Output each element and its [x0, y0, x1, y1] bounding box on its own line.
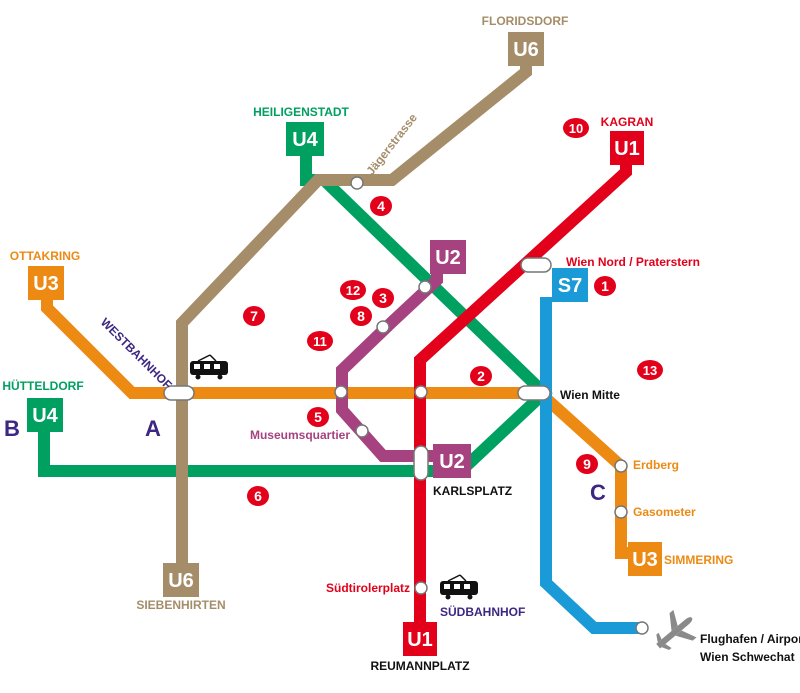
- zone-b: B: [4, 416, 20, 441]
- svg-text:U2: U2: [435, 247, 461, 269]
- svg-text:U2: U2: [439, 451, 465, 473]
- badge-u4-left[interactable]: U4: [27, 398, 63, 432]
- label-praterstern: Wien Nord / Praterstern: [566, 255, 700, 269]
- stop-u2-north[interactable]: [418, 280, 432, 294]
- label-floridsdorf: FLORIDSDORF: [482, 14, 569, 28]
- label-suedbahnhof: SÜDBAHNHOF: [440, 604, 525, 619]
- marker-1[interactable]: 1: [594, 276, 616, 296]
- label-heiligenstadt: HEILIGENSTADT: [253, 105, 349, 119]
- stop-u1-u3[interactable]: [414, 385, 428, 399]
- stop-wien-mitte[interactable]: [517, 385, 551, 401]
- svg-text:U6: U6: [168, 570, 194, 592]
- svg-text:U1: U1: [614, 138, 640, 160]
- line-badges: U6 U4 U1 U3 U2 S7 U4 U2: [27, 32, 662, 656]
- airplane-icon: [656, 609, 697, 650]
- svg-text:6: 6: [254, 488, 262, 504]
- svg-text:U3: U3: [632, 549, 658, 571]
- terminal-labels: FLORIDSDORF HEILIGENSTADT KAGRAN OTTAKRI…: [2, 14, 733, 673]
- badge-u6-top[interactable]: U6: [508, 32, 544, 66]
- svg-text:3: 3: [379, 290, 387, 306]
- marker-12[interactable]: 12: [340, 280, 366, 300]
- marker-3[interactable]: 3: [372, 288, 394, 308]
- badge-u1-top[interactable]: U1: [610, 131, 644, 165]
- svg-text:U1: U1: [407, 629, 433, 651]
- label-wien-mitte: Wien Mitte: [560, 388, 620, 402]
- label-simmering: SIMMERING: [664, 553, 733, 567]
- badge-u3-bottom[interactable]: U3: [628, 542, 662, 576]
- train-icon: [190, 354, 228, 380]
- svg-text:U4: U4: [32, 405, 58, 427]
- line-u2: [336, 268, 443, 462]
- svg-text:4: 4: [377, 198, 385, 214]
- svg-text:13: 13: [643, 363, 657, 378]
- svg-text:U6: U6: [513, 39, 539, 61]
- stop-praterstern[interactable]: [520, 257, 552, 273]
- marker-11[interactable]: 11: [307, 331, 333, 351]
- marker-8[interactable]: 8: [350, 306, 372, 326]
- zone-a: A: [145, 416, 161, 441]
- badge-s7[interactable]: S7: [552, 268, 588, 302]
- label-westbahnhof: WESTBAHNHOF: [98, 315, 175, 392]
- label-suedtirolerplatz: Südtirolerplatz: [326, 581, 410, 595]
- train-icon: [440, 574, 478, 600]
- marker-7[interactable]: 7: [243, 306, 265, 326]
- label-reumannplatz: REUMANNPLATZ: [370, 659, 469, 673]
- svg-text:10: 10: [569, 121, 583, 136]
- svg-text:11: 11: [313, 334, 327, 349]
- svg-text:7: 7: [250, 308, 258, 324]
- stop-suedtirolerplatz[interactable]: [414, 581, 428, 595]
- svg-text:U3: U3: [33, 273, 59, 295]
- badge-u2-mid[interactable]: U2: [430, 240, 466, 274]
- label-siebenhirten: SIEBENHIRTEN: [136, 598, 225, 612]
- svg-text:12: 12: [346, 283, 360, 298]
- stop-u2-mid[interactable]: [376, 320, 390, 334]
- label-ottakring: OTTAKRING: [10, 249, 80, 263]
- zone-c: C: [590, 480, 606, 505]
- label-huetteldorf: HÜTTELDORF: [2, 378, 83, 393]
- svg-text:2: 2: [477, 368, 485, 384]
- marker-6[interactable]: 6: [247, 486, 269, 506]
- stop-airport[interactable]: [635, 621, 649, 635]
- label-erdberg: Erdberg: [633, 458, 679, 472]
- svg-text:8: 8: [357, 308, 365, 324]
- zone-letters: A B C: [4, 416, 606, 505]
- label-gasometer: Gasometer: [633, 505, 696, 519]
- svg-text:U4: U4: [292, 129, 318, 151]
- stop-u2-u3[interactable]: [334, 385, 348, 399]
- stop-westbahnhof[interactable]: [163, 385, 195, 401]
- svg-text:S7: S7: [558, 275, 582, 297]
- label-airport-line2: Wien Schwechat: [700, 650, 795, 664]
- svg-text:5: 5: [314, 409, 322, 425]
- badge-u6-bottom[interactable]: U6: [163, 563, 199, 597]
- badge-u3-left[interactable]: U3: [28, 266, 64, 300]
- stop-jaegerstrasse[interactable]: [350, 176, 364, 190]
- marker-9[interactable]: 9: [576, 454, 598, 474]
- stop-museumsquartier[interactable]: [355, 424, 369, 438]
- stop-erdberg[interactable]: [614, 459, 628, 473]
- svg-text:1: 1: [601, 278, 609, 294]
- marker-10[interactable]: 10: [563, 118, 589, 138]
- label-karlsplatz: KARLSPLATZ: [433, 484, 512, 498]
- marker-5[interactable]: 5: [307, 407, 329, 427]
- marker-13[interactable]: 13: [637, 360, 663, 380]
- line-s7: [540, 297, 642, 634]
- label-museumsquartier: Museumsquartier: [250, 428, 350, 442]
- stops: [163, 176, 649, 635]
- stop-karlsplatz[interactable]: [413, 445, 429, 481]
- marker-2[interactable]: 2: [470, 366, 492, 386]
- badge-u2-karlsplatz[interactable]: U2: [433, 444, 471, 478]
- poi-markers: 1 2 3 4 5 6 7 8 9 10 11 12 13: [243, 118, 663, 506]
- svg-text:9: 9: [583, 456, 591, 472]
- badge-u1-bottom[interactable]: U1: [403, 622, 437, 656]
- stop-gasometer[interactable]: [614, 505, 628, 519]
- label-airport-line1: Flughafen / Airport: [700, 632, 800, 646]
- badge-u4-top[interactable]: U4: [286, 122, 324, 156]
- marker-4[interactable]: 4: [370, 196, 392, 216]
- label-kagran: KAGRAN: [601, 115, 654, 129]
